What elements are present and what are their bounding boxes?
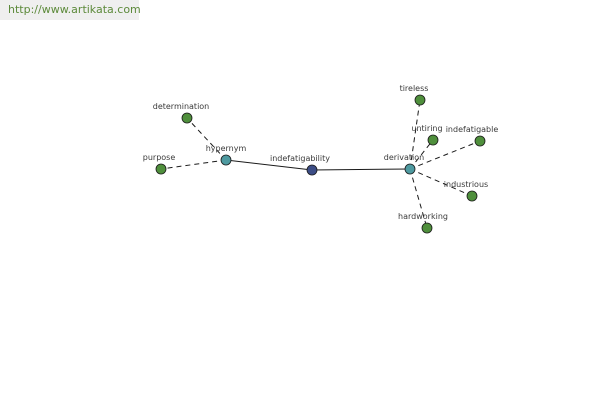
- edge-derivation-tireless: [409, 99, 421, 170]
- node-hypernym-label: hypernym: [206, 144, 247, 153]
- node-hardworking-label: hardworking: [398, 212, 448, 221]
- node-tireless-dot[interactable]: [414, 94, 426, 106]
- edge-hypernym-determination: [186, 117, 227, 161]
- node-determination-dot[interactable]: [181, 112, 193, 124]
- node-tireless-label: tireless: [400, 84, 429, 93]
- node-hypernym[interactable]: hypernym: [206, 144, 247, 166]
- node-indefatigable-dot[interactable]: [474, 135, 486, 147]
- edges-layer: [160, 99, 481, 229]
- node-derivation[interactable]: derivation: [384, 153, 424, 175]
- node-untiring-label: untiring: [411, 124, 442, 133]
- node-industrious[interactable]: industrious: [444, 180, 488, 202]
- node-determination[interactable]: determination: [153, 102, 210, 124]
- node-derivation-label: derivation: [384, 153, 424, 162]
- node-indefatigable-label: indefatigable: [446, 125, 499, 134]
- node-hardworking[interactable]: hardworking: [398, 212, 448, 234]
- edge-center-hypernym: [225, 159, 313, 171]
- node-untiring[interactable]: untiring: [411, 124, 443, 146]
- node-determination-label: determination: [153, 102, 210, 111]
- site-url[interactable]: http://www.artikata.com: [0, 0, 141, 20]
- node-hypernym-dot[interactable]: [220, 154, 232, 166]
- node-hardworking-dot[interactable]: [421, 222, 433, 234]
- node-industrious-label: industrious: [444, 180, 488, 189]
- node-purpose[interactable]: purpose: [143, 153, 176, 175]
- nodes-layer: indefatigability hypernym derivation determ…: [143, 84, 499, 234]
- edge-derivation-hardworking: [409, 168, 428, 229]
- node-purpose-dot[interactable]: [155, 163, 167, 175]
- node-tireless[interactable]: tireless: [400, 84, 429, 106]
- node-derivation-dot[interactable]: [404, 163, 416, 175]
- edge-center-derivation: [311, 168, 411, 171]
- edge-hypernym-purpose: [160, 159, 227, 170]
- node-industrious-dot[interactable]: [466, 190, 478, 202]
- edge-derivation-untiring: [409, 139, 434, 170]
- edge-derivation-indefatigable: [409, 140, 481, 170]
- node-purpose-label: purpose: [143, 153, 176, 162]
- node-center[interactable]: indefatigability: [270, 154, 330, 176]
- node-center-label: indefatigability: [270, 154, 330, 163]
- edge-derivation-industrious: [409, 168, 473, 197]
- node-indefatigable[interactable]: indefatigable: [446, 125, 499, 147]
- node-untiring-dot[interactable]: [427, 134, 439, 146]
- node-center-dot[interactable]: [306, 164, 318, 176]
